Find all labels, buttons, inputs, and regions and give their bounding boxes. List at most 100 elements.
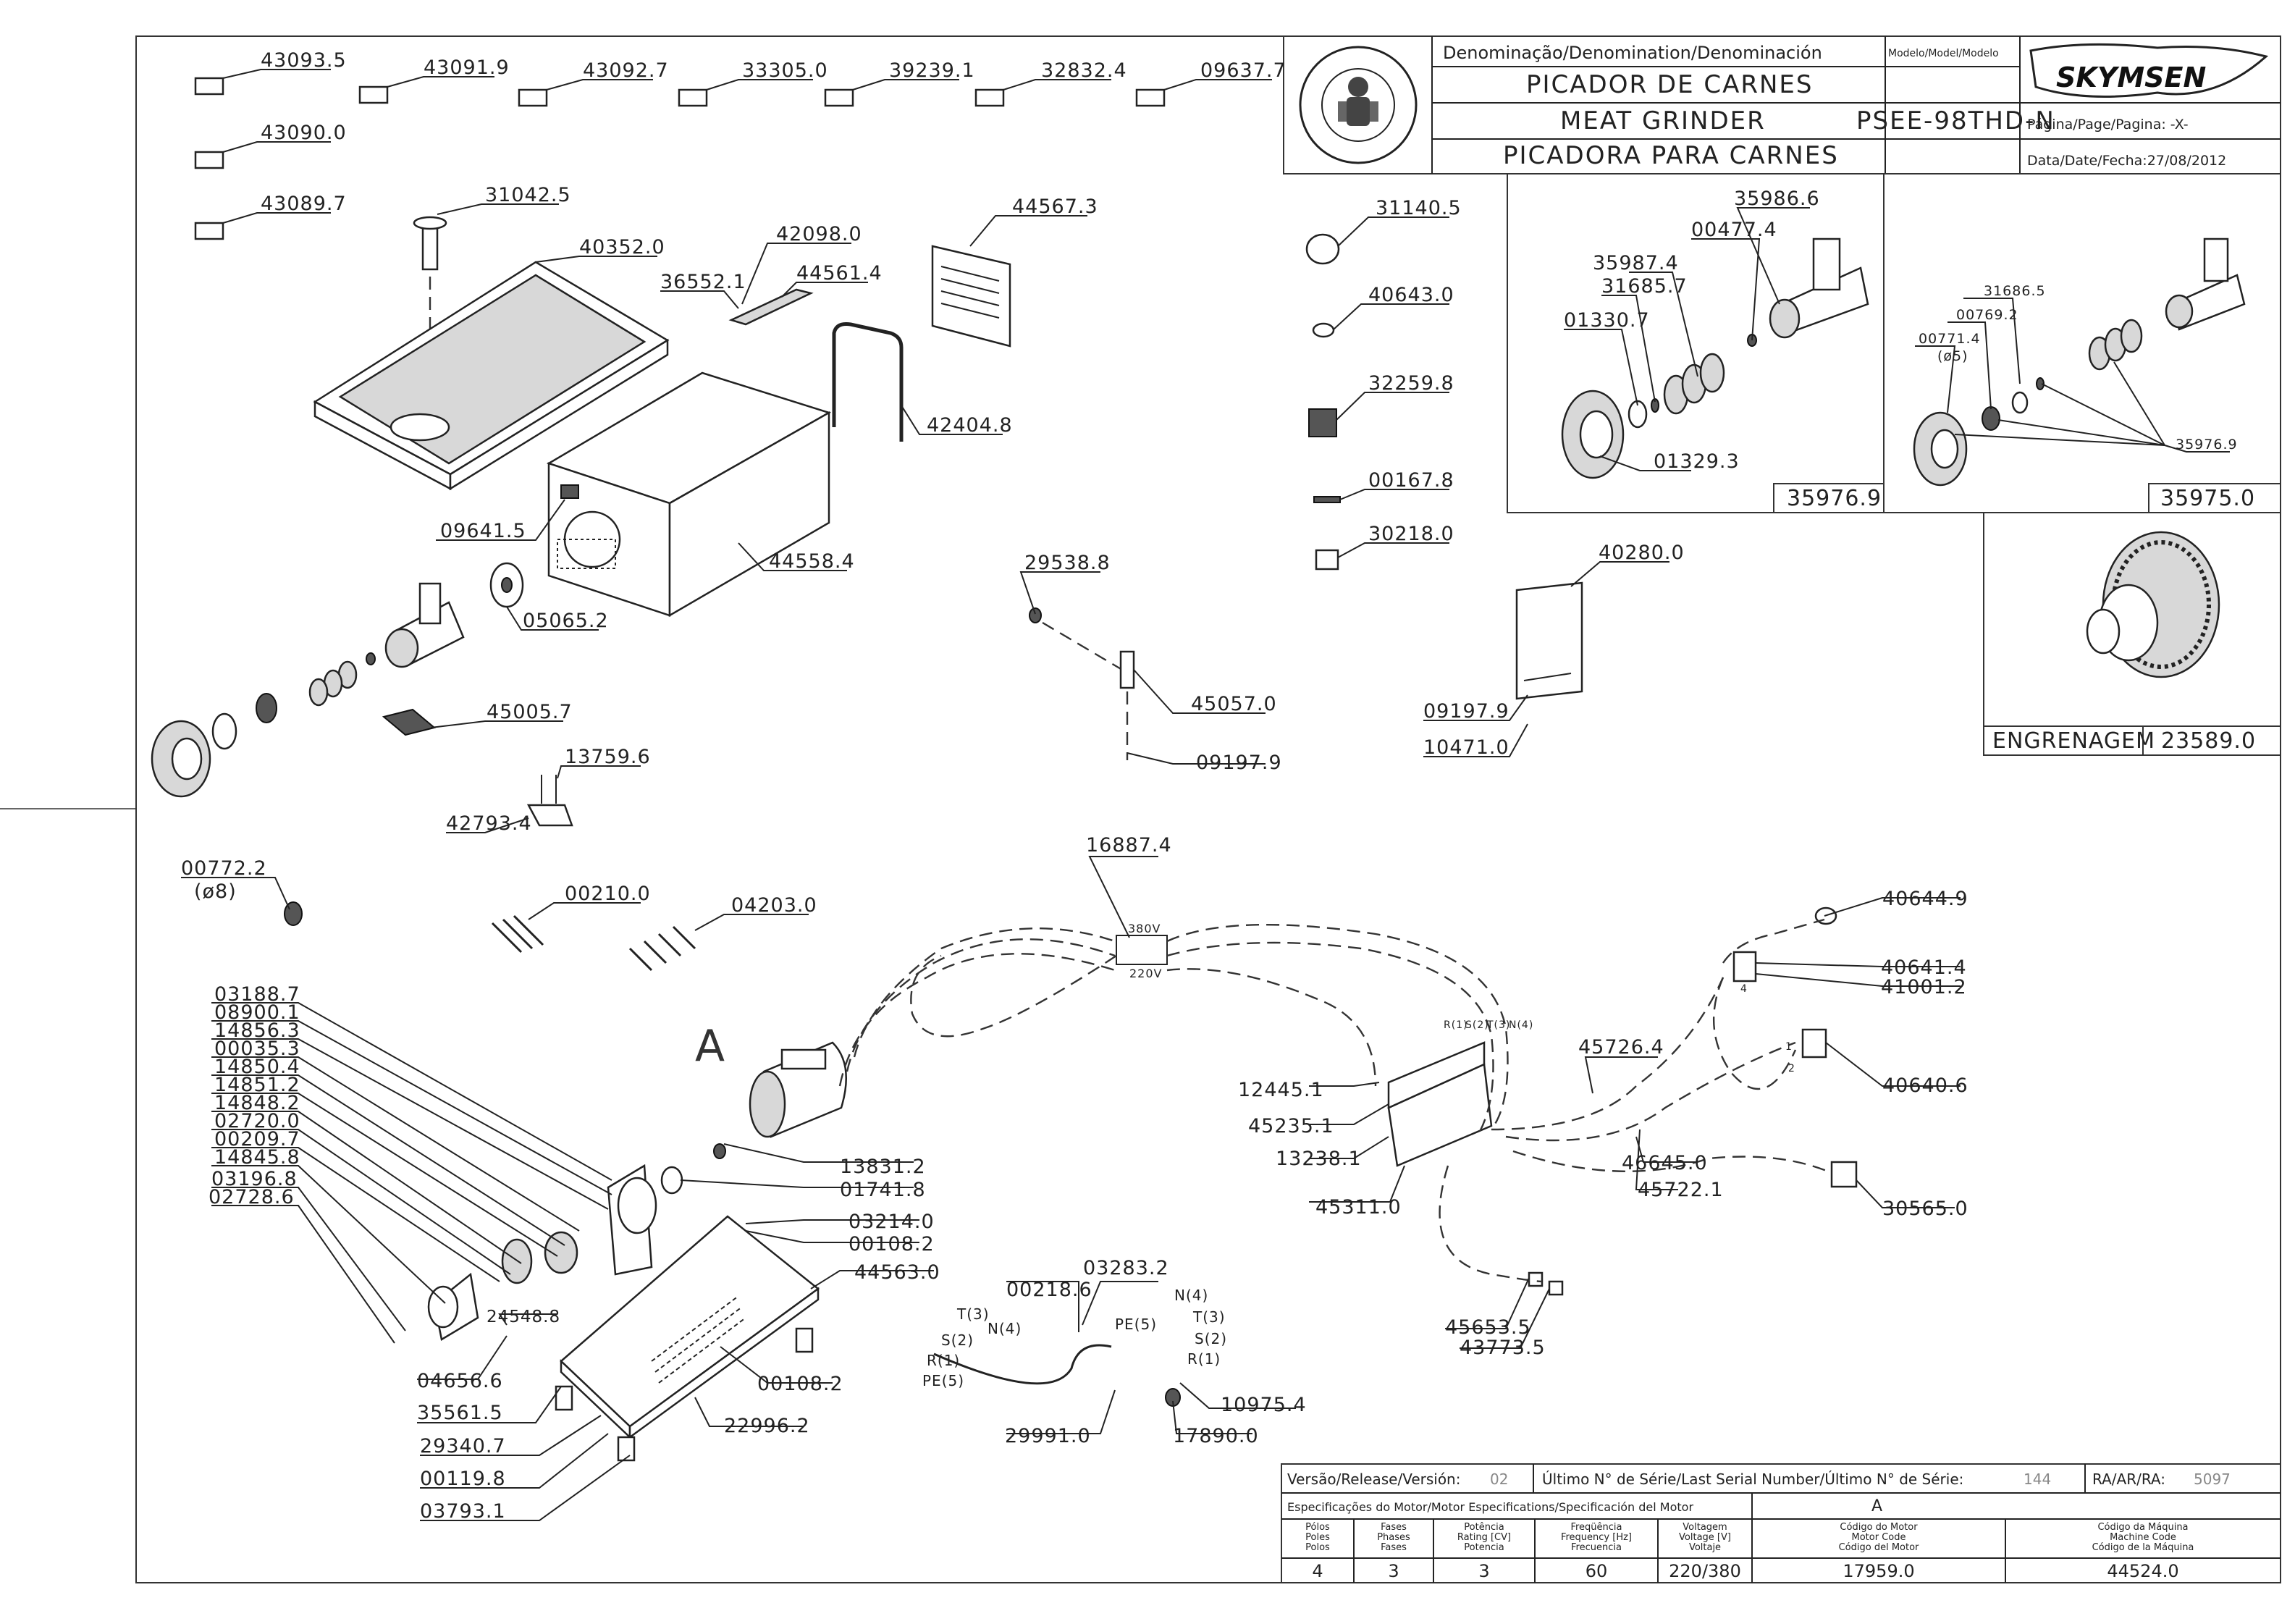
label-t3: T(3): [1486, 1019, 1510, 1031]
drawing-border: [135, 35, 2281, 1583]
callout-40644-9: 40644.9: [1882, 888, 1968, 910]
label-s2-left: S(2): [941, 1331, 974, 1349]
callout-35976-9-b: 35976.9: [2176, 437, 2238, 453]
callout-10471-0: 10471.0: [1423, 736, 1509, 759]
inset2-code: 35975.0: [2160, 486, 2255, 511]
authorized-service-seal: [1299, 46, 1418, 164]
callout-44567-3: 44567.3: [1012, 195, 1098, 218]
callout-45722-1: 45722.1: [1638, 1179, 1724, 1201]
callout-29340-7: 29340.7: [420, 1435, 506, 1457]
callout-13831-2: 13831.2: [840, 1156, 926, 1178]
col-phases-3: Fases: [1381, 1542, 1407, 1553]
callout-39239-1: 39239.1: [889, 59, 975, 82]
inset-gear: ENGRENAGEM 23589.0: [1983, 512, 2281, 756]
callout-36552-1: 36552.1: [660, 271, 746, 293]
model-header: Modelo/Model/Modelo: [1888, 48, 1999, 59]
callout-04203-0: 04203.0: [731, 894, 817, 917]
ra-label: RA/AR/RA:: [2092, 1471, 2165, 1488]
callout-03188-7: 03188.7: [214, 983, 300, 1006]
label-terminal-4: 4: [1740, 983, 1748, 995]
col-poles-3: Polos: [1305, 1542, 1330, 1553]
callout-44563-0: 44563.0: [854, 1261, 940, 1284]
callout-03283-2: 03283.2: [1083, 1257, 1169, 1279]
callout-45311-0: 45311.0: [1315, 1196, 1402, 1219]
callout-45057-0: 45057.0: [1191, 693, 1277, 715]
callout-31686-5: 31686.5: [1984, 283, 2046, 299]
callout-29991-0: 29991.0: [1005, 1425, 1091, 1447]
callout-46645-0: 46645.0: [1622, 1152, 1708, 1174]
denomination-header: Denominação/Denomination/Denominación: [1443, 43, 1822, 63]
col-phases-2: Phases: [1377, 1532, 1410, 1543]
callout-00119-8: 00119.8: [420, 1468, 506, 1490]
val-power: 3: [1478, 1561, 1489, 1581]
callout-40641-4: 40641.4: [1881, 956, 1967, 979]
col-volt-1: Voltagem: [1683, 1522, 1727, 1533]
val-poles: 4: [1312, 1561, 1323, 1581]
callout-41001-2: 41001.2: [1881, 976, 1967, 998]
callout-42793-4: 42793.4: [446, 812, 532, 835]
callout-09637-7: 09637.7: [1200, 59, 1287, 82]
callout-44558-4: 44558.4: [769, 550, 855, 573]
label-terminal-2: 2: [1788, 1063, 1795, 1074]
model-number: PSEE-98THD-N: [1856, 106, 2055, 135]
inset-grinder-head-1: 35976.9: [1507, 173, 1885, 513]
parts-shapes: A: [151, 77, 1858, 1462]
callout-00035-3: 00035.3: [214, 1038, 300, 1060]
release-value: 02: [1490, 1471, 1508, 1488]
callout-14845-8: 14845.8: [214, 1146, 300, 1169]
label-n4: N(4): [1509, 1019, 1533, 1031]
col-power-3: Potencia: [1464, 1542, 1504, 1553]
label-pe5-left: PE(5): [922, 1372, 964, 1389]
inset-grinder-head-2: 35975.0: [1883, 173, 2281, 513]
callout-43093-5: 43093.5: [261, 49, 347, 72]
callout-01329-3: 01329.3: [1654, 450, 1740, 473]
callout-14850-4: 14850.4: [214, 1056, 300, 1078]
callout-30565-0: 30565.0: [1882, 1198, 1968, 1220]
callout-40643-0: 40643.0: [1368, 284, 1454, 306]
col-power-2: Rating [CV]: [1457, 1532, 1511, 1543]
callout-13238-1: 13238.1: [1276, 1148, 1362, 1170]
ra-value: 5097: [2194, 1471, 2231, 1488]
title-block: Denominação/Denomination/Denominación Mo…: [1283, 35, 2281, 174]
motor-spec-table: Versão/Release/Versión: 02 Último N° de …: [1281, 1463, 2281, 1583]
callout-00218-6: 00218.6: [1006, 1279, 1092, 1301]
label-220v: 220V: [1129, 967, 1162, 980]
callout-03196-8: 03196.8: [211, 1168, 298, 1190]
callout-43092-7: 43092.7: [583, 59, 669, 82]
motor-spec-value: A: [1871, 1497, 1882, 1515]
callout-45005-7: 45005.7: [487, 701, 573, 723]
label-r1-right: R(1): [1187, 1350, 1221, 1368]
col-freq-2: Frequency [Hz]: [1561, 1532, 1632, 1543]
callout-00772-2-note: (ø8): [194, 880, 237, 903]
label-380v: 380V: [1128, 922, 1161, 935]
col-machine-code-2: Machine Code: [2110, 1532, 2176, 1543]
callout-09197-9-a: 09197.9: [1196, 752, 1282, 774]
val-machine-code: 44524.0: [2107, 1561, 2178, 1581]
callout-43090-0: 43090.0: [261, 122, 347, 144]
callout-43091-9: 43091.9: [424, 56, 510, 79]
callout-09197-9-b: 09197.9: [1423, 700, 1509, 723]
callout-17890-0: 17890.0: [1173, 1425, 1259, 1447]
callout-00771-4: 00771.4: [1919, 331, 1981, 347]
callout-00209-7: 00209.7: [214, 1128, 300, 1150]
callout-33305-0: 33305.0: [742, 59, 828, 82]
callout-00772-2: 00772.2: [181, 857, 267, 880]
col-motor-code-2: Motor Code: [1852, 1532, 1906, 1543]
callout-30218-0: 30218.0: [1368, 523, 1454, 545]
callout-44561-4: 44561.4: [796, 262, 883, 285]
col-motor-code-3: Código del Motor: [1839, 1542, 1919, 1553]
col-volt-3: Voltaje: [1689, 1542, 1721, 1553]
col-machine-code-3: Código de la Máquina: [2092, 1542, 2194, 1553]
callout-09641-5: 09641.5: [440, 520, 526, 542]
callout-00167-8: 00167.8: [1368, 469, 1454, 492]
name-portuguese: PICADOR DE CARNES: [1526, 70, 1814, 99]
inset2-note: (ø5): [1937, 348, 1968, 364]
label-n4-right: N(4): [1174, 1287, 1208, 1304]
label-n4-left: N(4): [988, 1320, 1022, 1337]
val-phases: 3: [1388, 1561, 1399, 1581]
val-motor-code: 17959.0: [1843, 1561, 1914, 1581]
callout-43089-7: 43089.7: [261, 193, 347, 215]
col-volt-2: Voltage [V]: [1679, 1532, 1731, 1543]
callout-00108-2-a: 00108.2: [848, 1233, 935, 1255]
leader-lines: [181, 69, 2230, 1521]
